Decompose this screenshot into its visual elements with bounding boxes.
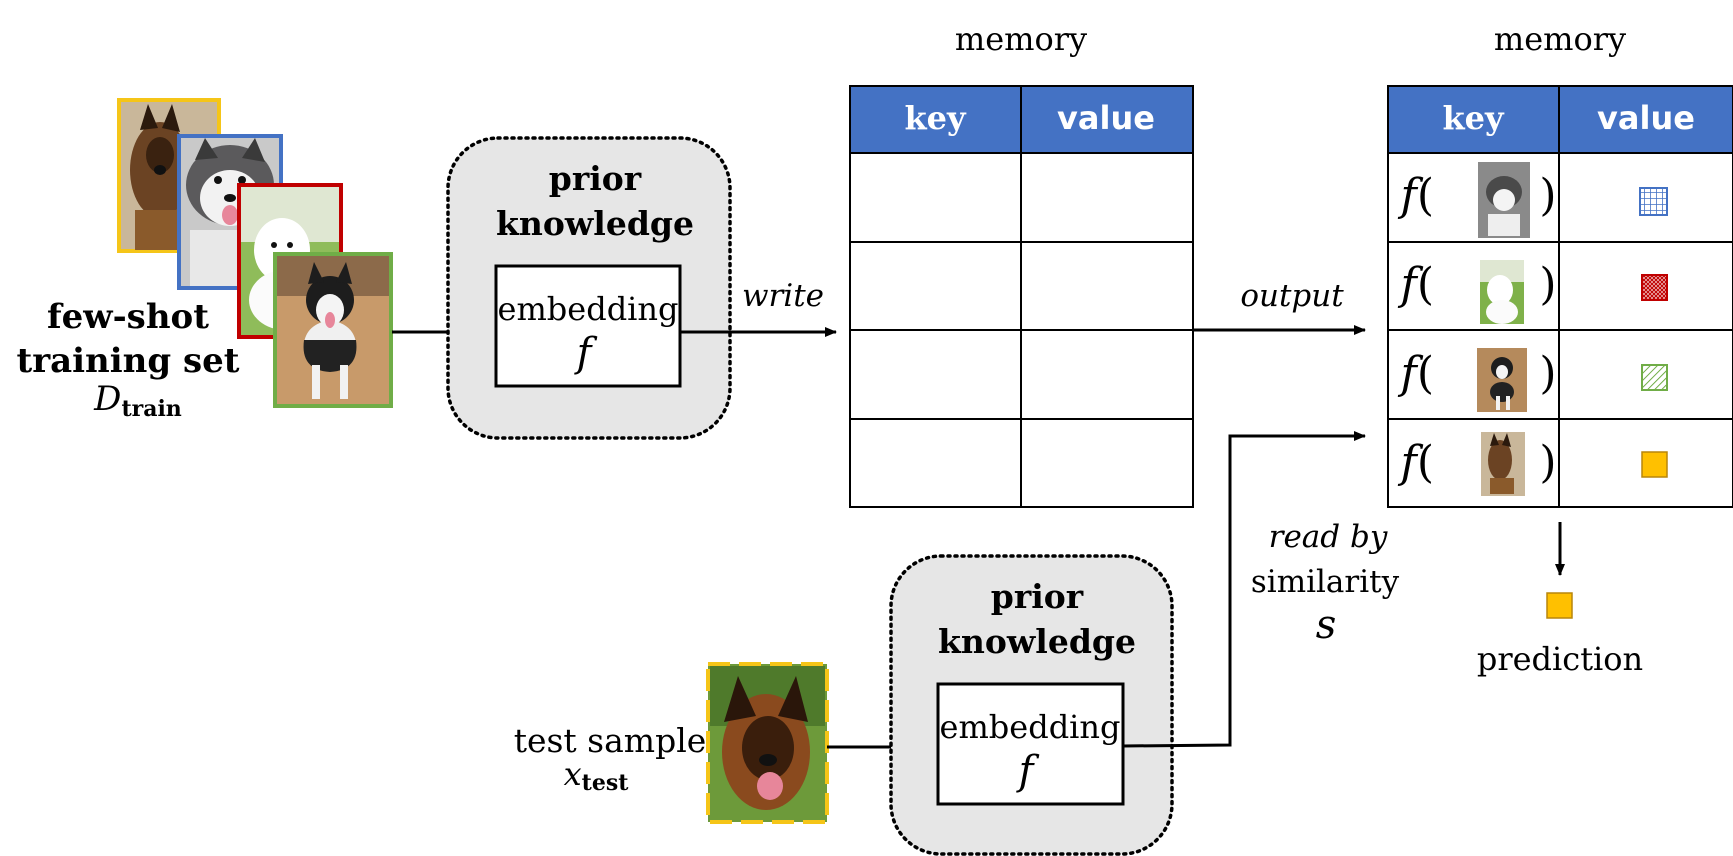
memory-row-2-fn: f( <box>1398 259 1434 310</box>
memory-filled-value-header: value <box>1597 99 1695 137</box>
embedding-bottom-label: embedding <box>940 708 1121 746</box>
memory-row-3-fn: f( <box>1398 348 1434 399</box>
read-by-label: read by <box>1269 519 1388 555</box>
training-label-line2: training set <box>16 341 239 381</box>
value-marker-red-crosshatch <box>1641 274 1668 301</box>
svg-text:): ) <box>1539 259 1556 310</box>
memory-empty-title: memory <box>955 20 1087 58</box>
embedding-top-label: embedding <box>498 290 679 328</box>
memory-row-3: f( ) <box>1398 348 1668 412</box>
memory-row-2-thumb-samoyed <box>1480 260 1524 324</box>
memory-row-1-thumb-malamute <box>1478 162 1530 238</box>
memory-filled: memory key value f( ) f( <box>1387 20 1733 508</box>
arrow-read-by-similarity <box>1122 431 1366 748</box>
memory-row-1-fn: f( <box>1398 170 1434 221</box>
memory-row-1: f( ) <box>1398 162 1668 238</box>
memory-filled-title: memory <box>1494 20 1626 58</box>
memory-empty-value-header: value <box>1057 99 1155 137</box>
test-sample-label: test sample <box>514 721 707 760</box>
memory-empty-key-header: key <box>904 99 967 137</box>
write-label: write <box>742 278 824 314</box>
prior-knowledge-top: prior knowledge embedding f <box>446 136 732 440</box>
embedding-box-bottom <box>936 682 1125 806</box>
memory-row-4-fn: f( <box>1398 437 1434 488</box>
prediction-marker <box>1546 592 1573 619</box>
training-photo-husky-standing <box>273 252 393 408</box>
training-set-symbol: Dtrain <box>93 379 182 422</box>
output-label: output <box>1240 278 1344 314</box>
svg-text:): ) <box>1539 348 1556 399</box>
test-sample-x: x <box>564 755 582 793</box>
memory-row-3-thumb-husky-standing <box>1477 348 1527 412</box>
svg-text:): ) <box>1539 437 1556 488</box>
memory-row-2: f( ) <box>1398 259 1668 324</box>
value-marker-green-hatch <box>1641 364 1668 391</box>
memory-row-4-thumb-german-shepherd <box>1481 432 1525 496</box>
test-sample-subscript: test <box>582 770 630 796</box>
similarity-label: similarity <box>1251 564 1400 600</box>
training-set-D: D <box>93 379 121 419</box>
test-sample-photo <box>706 662 829 824</box>
prior-knowledge-bottom: prior knowledge embedding f <box>889 554 1174 856</box>
similarity-symbol: s <box>1316 602 1337 648</box>
training-set-subscript: train <box>121 396 181 422</box>
prior-top-title-line2: knowledge <box>496 204 694 243</box>
test-sample-symbol: xtest <box>564 755 630 796</box>
value-marker-blue-grid <box>1639 187 1668 216</box>
prediction-label: prediction <box>1477 640 1643 678</box>
memory-row-4: f( ) <box>1398 432 1668 496</box>
memory-filled-header <box>1387 85 1733 154</box>
prior-bottom-title-line2: knowledge <box>938 622 1136 661</box>
training-label-line1: few-shot <box>47 297 209 337</box>
memory-empty: memory key value <box>849 20 1194 508</box>
embedding-box-top <box>494 264 682 388</box>
svg-text:): ) <box>1539 170 1556 221</box>
memory-filled-key-header: key <box>1442 99 1505 137</box>
prior-bottom-title-line1: prior <box>991 577 1084 616</box>
value-marker-yellow-solid <box>1641 451 1668 478</box>
training-photos <box>117 98 393 408</box>
prior-top-title-line1: prior <box>549 159 642 198</box>
